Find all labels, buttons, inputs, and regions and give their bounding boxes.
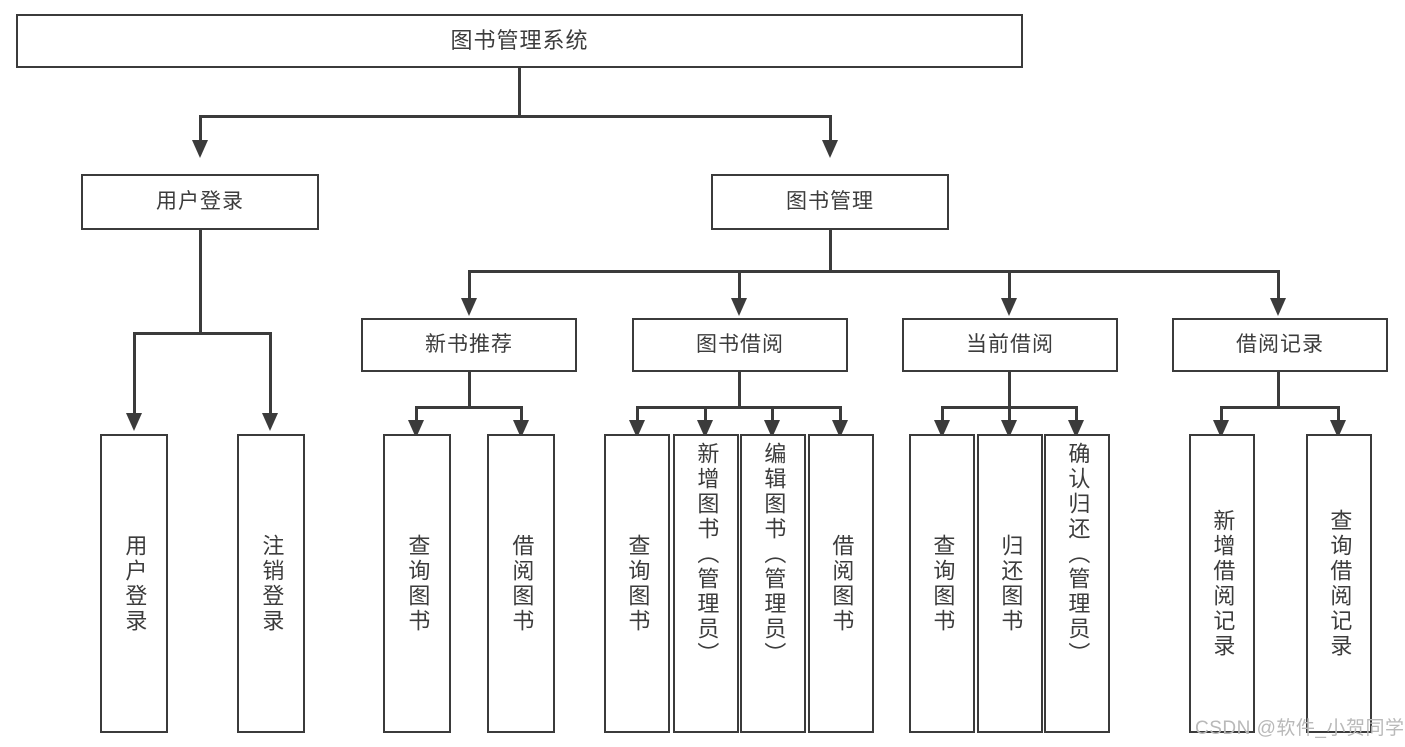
node-new-book-recommend[interactable]: 新书推荐: [361, 318, 577, 372]
arrowhead-leaf-return-book: [1001, 420, 1017, 438]
connector-root-stem: [518, 68, 521, 117]
node-leaf-logout-login[interactable]: 注销登录: [237, 434, 305, 733]
arrowhead-book-borrow: [731, 298, 747, 316]
connector-root-to-book-manage: [829, 115, 832, 143]
arrowhead-borrow-record: [1270, 298, 1286, 316]
arrowhead-leaf-query-book-2: [629, 420, 645, 438]
connector-cb-child-1: [941, 406, 944, 424]
connector-borrow-record-stem: [1277, 372, 1280, 408]
node-root-system[interactable]: 图书管理系统: [16, 14, 1023, 68]
connector-root-bus: [199, 115, 832, 118]
connector-br-child-2: [1337, 406, 1340, 424]
node-label: 查询图书: [405, 533, 431, 634]
connector-to-borrow-record: [1277, 270, 1280, 300]
node-label: 确认归还（管理员）: [1065, 442, 1091, 667]
node-user-login[interactable]: 用户登录: [81, 174, 319, 230]
node-label: 借阅图书: [829, 533, 855, 634]
node-leaf-confirm-return[interactable]: 确认归还（管理员）: [1044, 434, 1110, 733]
node-book-borrow[interactable]: 图书借阅: [632, 318, 848, 372]
connector-book-manage-bus: [468, 270, 1280, 273]
connector-book-manage-stem: [829, 230, 832, 272]
node-borrow-record[interactable]: 借阅记录: [1172, 318, 1388, 372]
node-label: 图书借阅: [696, 333, 784, 357]
node-label: 新书推荐: [425, 333, 513, 357]
connector-br-child-1: [1220, 406, 1223, 424]
connector-bb-child-3: [771, 406, 774, 424]
node-label: 当前借阅: [966, 333, 1054, 357]
connector-user-login-left: [133, 332, 136, 416]
arrowhead-leaf-confirm-return: [1068, 420, 1084, 438]
node-leaf-return-book[interactable]: 归还图书: [977, 434, 1043, 733]
node-label: 用户登录: [122, 533, 148, 634]
node-label: 图书管理: [786, 190, 874, 214]
connector-bb-child-4: [839, 406, 842, 424]
arrowhead-leaf-user-login: [126, 413, 142, 431]
node-label: 借阅图书: [509, 533, 535, 634]
node-book-manage[interactable]: 图书管理: [711, 174, 949, 230]
arrowhead-leaf-logout-login: [262, 413, 278, 431]
connector-user-login-bus: [133, 332, 272, 335]
arrowhead-current-borrow: [1001, 298, 1017, 316]
arrowhead-book-manage: [822, 140, 838, 158]
node-label: 查询图书: [625, 533, 651, 634]
node-label: 图书管理系统: [450, 27, 589, 53]
arrowhead-user-login: [192, 140, 208, 158]
connector-borrow-record-bus: [1220, 406, 1340, 409]
connector-user-login-stem: [199, 230, 202, 334]
connector-current-borrow-stem: [1008, 372, 1011, 408]
node-leaf-edit-book[interactable]: 编辑图书（管理员）: [740, 434, 806, 733]
arrowhead-new-book-recommend: [461, 298, 477, 316]
arrowhead-leaf-edit-book: [764, 420, 780, 438]
connector-book-borrow-bus: [636, 406, 842, 409]
node-current-borrow[interactable]: 当前借阅: [902, 318, 1118, 372]
arrowhead-leaf-add-book: [697, 420, 713, 438]
connector-cb-child-3: [1075, 406, 1078, 424]
node-label: 新增图书（管理员）: [694, 442, 720, 667]
arrowhead-leaf-query-book-1: [408, 420, 424, 438]
node-label: 编辑图书（管理员）: [761, 442, 787, 667]
node-label: 借阅记录: [1236, 333, 1324, 357]
connector-to-current-borrow: [1008, 270, 1011, 300]
connector-cb-child-2: [1008, 406, 1011, 424]
node-label: 查询图书: [930, 533, 956, 634]
connector-root-to-user-login: [199, 115, 202, 143]
connector-new-book-recommend-bus: [415, 406, 523, 409]
connector-to-book-borrow: [738, 270, 741, 300]
node-leaf-add-record[interactable]: 新增借阅记录: [1189, 434, 1255, 733]
node-leaf-query-record[interactable]: 查询借阅记录: [1306, 434, 1372, 733]
connector-nbr-child-1: [415, 406, 418, 424]
arrowhead-leaf-borrow-book-2: [832, 420, 848, 438]
node-label: 查询借阅记录: [1327, 508, 1353, 659]
node-leaf-query-book-2[interactable]: 查询图书: [604, 434, 670, 733]
node-leaf-add-book[interactable]: 新增图书（管理员）: [673, 434, 739, 733]
arrowhead-leaf-query-book-3: [934, 420, 950, 438]
arrowhead-leaf-borrow-book-1: [513, 420, 529, 438]
connector-bb-child-2: [704, 406, 707, 424]
node-leaf-user-login[interactable]: 用户登录: [100, 434, 168, 733]
connector-to-new-book-recommend: [468, 270, 471, 300]
node-leaf-borrow-book-2[interactable]: 借阅图书: [808, 434, 874, 733]
arrowhead-leaf-query-record: [1330, 420, 1346, 438]
node-label: 用户登录: [156, 190, 244, 214]
node-leaf-query-book-3[interactable]: 查询图书: [909, 434, 975, 733]
connector-book-borrow-stem: [738, 372, 741, 408]
arrowhead-leaf-add-record: [1213, 420, 1229, 438]
node-label: 注销登录: [259, 533, 285, 634]
node-label: 新增借阅记录: [1210, 508, 1236, 659]
node-leaf-borrow-book-1[interactable]: 借阅图书: [487, 434, 555, 733]
node-label: 归还图书: [998, 533, 1024, 634]
connector-nbr-child-2: [520, 406, 523, 424]
node-leaf-query-book-1[interactable]: 查询图书: [383, 434, 451, 733]
connector-new-book-recommend-stem: [468, 372, 471, 408]
connector-bb-child-1: [636, 406, 639, 424]
connector-user-login-right: [269, 332, 272, 416]
